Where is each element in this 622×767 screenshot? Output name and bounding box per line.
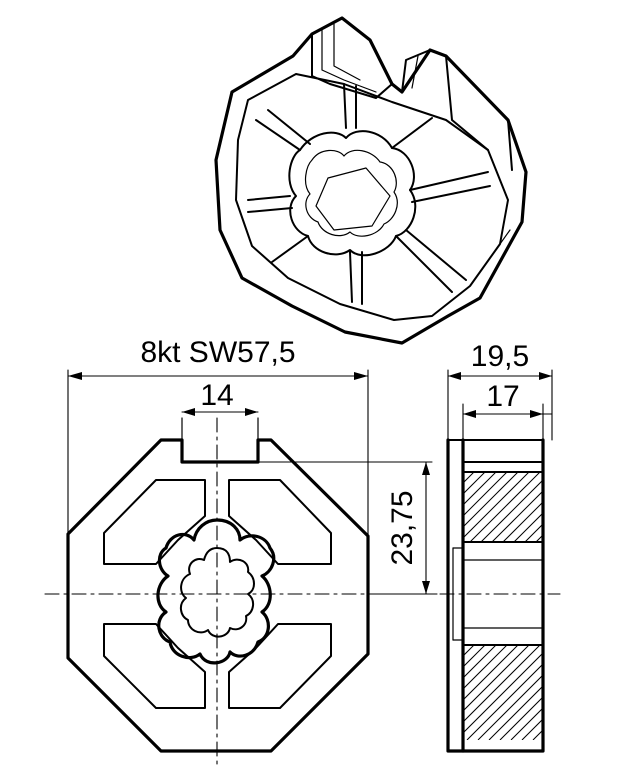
- hatch-line: [463, 645, 497, 679]
- hatch-line: [502, 501, 543, 542]
- dim-across-flats-label: 8kt SW57,5: [140, 336, 295, 369]
- hatch-upper: [463, 472, 617, 542]
- dimension-total-width: 19,5: [447, 340, 553, 441]
- hatch-lower: [463, 645, 622, 740]
- hatch-line: [463, 472, 486, 495]
- hatch-line: [499, 696, 543, 740]
- dimension-body-width: 17: [462, 380, 553, 441]
- side-view: [439, 438, 622, 753]
- dimension-offset: 23,75: [257, 461, 433, 595]
- hatch-line: [524, 523, 543, 542]
- hatch-line: [544, 645, 622, 740]
- hatch-line: [480, 479, 543, 542]
- hatch-line: [513, 512, 543, 542]
- hatch-line: [469, 472, 541, 542]
- hatch-line: [463, 645, 530, 712]
- dim-total-width-label: 19,5: [471, 340, 529, 373]
- dim-slot-width-label: 14: [200, 379, 233, 412]
- dim-offset-label: 23,75: [386, 490, 419, 565]
- hatch-line: [535, 534, 543, 542]
- hatch-line: [463, 472, 530, 539]
- hatch-line: [463, 645, 541, 723]
- dim-body-width-label: 17: [486, 380, 519, 413]
- dimension-across-flats: 8kt SW57,5: [67, 336, 369, 537]
- isometric-view: [214, 16, 528, 345]
- dimension-slot-width: 14: [181, 379, 259, 416]
- hatch-line: [463, 472, 508, 517]
- hatch-line: [521, 718, 543, 740]
- hatch-line: [466, 663, 543, 740]
- hatch-line: [491, 490, 543, 542]
- hatch-line: [463, 645, 519, 701]
- hatch-line: [488, 685, 543, 740]
- front-view: [44, 417, 441, 767]
- hatch-line: [532, 729, 543, 740]
- hatch-line: [477, 674, 543, 740]
- hatch-line: [547, 472, 617, 542]
- hatch-line: [463, 645, 475, 657]
- hatch-line: [463, 472, 519, 528]
- hatch-line: [463, 472, 497, 506]
- hatch-line: [463, 645, 486, 668]
- hatch-line: [463, 652, 543, 734]
- hatch-line: [510, 707, 543, 740]
- hatch-line: [463, 645, 508, 690]
